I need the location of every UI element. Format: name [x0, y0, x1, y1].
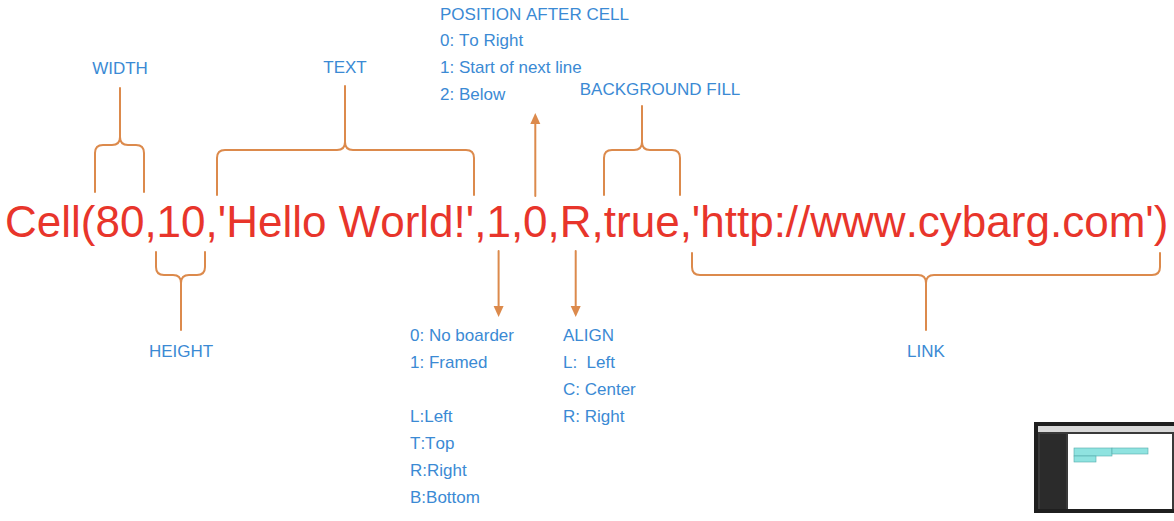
option-text: C: Center [563, 376, 636, 403]
video-thumbnail [1034, 422, 1174, 513]
option-text: 0: No boarder [410, 322, 514, 349]
code-line: Cell(80,10,'Hello World!',1,0,R,true,'ht… [5, 196, 1168, 248]
parameter-name: LINK [907, 338, 945, 365]
parameter-name: TEXT [323, 54, 366, 81]
option-text: T:Top [410, 430, 454, 457]
arrow-head [530, 113, 540, 124]
option-text: L:Left [410, 403, 453, 430]
parameter-name: POSITION AFTER CELL [440, 1, 629, 28]
option-text: L: Left [563, 349, 615, 376]
text-brace [217, 86, 474, 195]
fill-brace [604, 106, 680, 195]
option-text: R: Right [563, 403, 624, 430]
parameter-name: BACKGROUND FILL [580, 76, 741, 103]
arrow-head [571, 306, 581, 317]
width-brace [95, 88, 144, 192]
link-brace [692, 253, 1160, 330]
option-text: 0: To Right [440, 27, 523, 54]
option-text: 2: Below [440, 81, 505, 108]
parameter-name: ALIGN [563, 322, 614, 349]
option-text: R:Right [410, 457, 467, 484]
option-text: 1: Framed [410, 349, 487, 376]
option-text: 1: Start of next line [440, 54, 582, 81]
align-arrow [575, 251, 577, 308]
parameter-name: WIDTH [92, 55, 148, 82]
parameter-name: HEIGHT [149, 338, 213, 365]
option-text: B:Bottom [410, 484, 480, 511]
arrow-head [494, 306, 504, 317]
height-brace [156, 252, 205, 330]
border-arrow [498, 251, 500, 308]
position-arrow [534, 122, 536, 196]
